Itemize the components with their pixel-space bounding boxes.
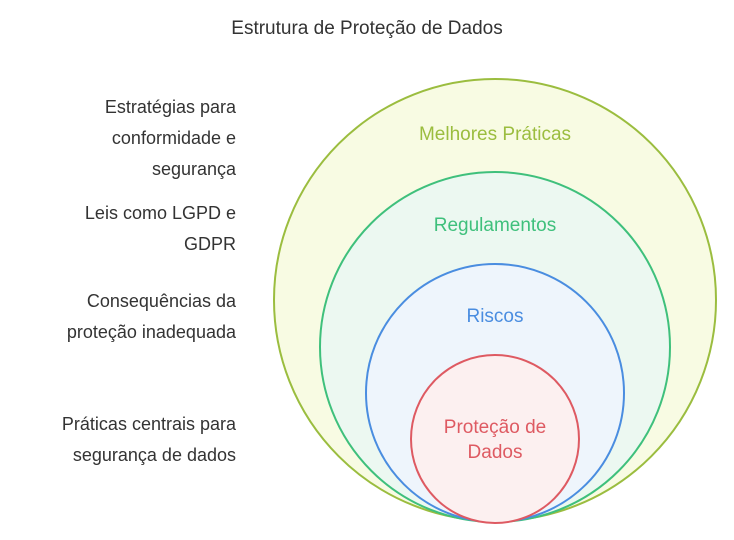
description-regulamentos: Leis como LGPD e GDPR [6, 198, 236, 260]
label-regulamentos: Regulamentos [434, 215, 557, 236]
description-line: proteção inadequada [66, 322, 236, 342]
circle-protecao-de-dados [410, 354, 580, 524]
description-melhores-praticas: Estratégias para conformidade e seguranç… [6, 92, 236, 185]
description-line: Consequências da [86, 291, 236, 311]
description-line: Leis como LGPD e [84, 203, 236, 223]
description-line: Estratégias para [104, 97, 236, 117]
description-protecao-de-dados: Práticas centrais para segurança de dado… [6, 409, 236, 471]
description-line: segurança de dados [72, 445, 236, 465]
description-riscos: Consequências da proteção inadequada [6, 286, 236, 348]
description-line: GDPR [183, 234, 236, 254]
diagram-title: Estrutura de Proteção de Dados [231, 18, 503, 39]
label-riscos: Riscos [466, 306, 523, 327]
label-protecao-de-dados-line-1: Proteção de [444, 417, 546, 438]
description-line: Práticas centrais para [61, 414, 236, 434]
label-protecao-de-dados-line-2: Dados [468, 442, 523, 463]
label-melhores-praticas: Melhores Práticas [419, 124, 571, 145]
description-line: segurança [151, 159, 236, 179]
description-line: conformidade e [111, 128, 236, 148]
